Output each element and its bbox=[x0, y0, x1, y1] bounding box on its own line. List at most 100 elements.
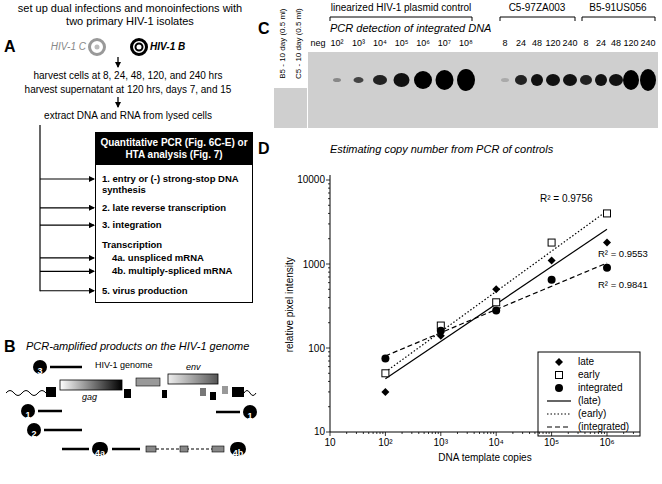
gene-box bbox=[162, 390, 167, 398]
x-tick bbox=[428, 432, 429, 434]
y-tick bbox=[328, 277, 330, 278]
method-step: 1. entry or (-) strong-stop DNA synthesi… bbox=[102, 173, 248, 196]
band bbox=[394, 73, 410, 87]
callout-text: 3 bbox=[37, 364, 42, 378]
callout-text: 1 bbox=[25, 408, 30, 422]
virus-icon bbox=[90, 40, 105, 55]
flanking-dna bbox=[6, 391, 46, 396]
x-tick bbox=[483, 432, 484, 434]
lane-label: 10⁴ bbox=[373, 38, 387, 48]
x-tick bbox=[382, 432, 383, 434]
y-tick bbox=[326, 264, 330, 265]
x-tick bbox=[512, 432, 513, 434]
y-tick bbox=[328, 391, 330, 392]
x-tick bbox=[435, 432, 436, 434]
lane-label: 8 bbox=[502, 38, 507, 48]
x-tick bbox=[385, 432, 386, 436]
x-tick bbox=[534, 432, 535, 434]
gene-label: gag bbox=[82, 392, 97, 402]
lane-label: 10⁸ bbox=[459, 38, 473, 48]
lane-label: B5 - 10 day (0.5 ml) bbox=[277, 9, 286, 79]
fit-label: R² = 0.9553 bbox=[598, 249, 648, 260]
x-tick bbox=[418, 432, 419, 434]
y-tick bbox=[328, 188, 330, 189]
gene-box bbox=[210, 392, 216, 400]
legend-text: (late) bbox=[578, 395, 601, 407]
x-tick bbox=[623, 432, 624, 434]
x-tick bbox=[493, 432, 494, 434]
data-point bbox=[603, 239, 611, 247]
legend-text: integrated bbox=[578, 382, 622, 394]
axis-title: relative pixel intensity bbox=[284, 257, 296, 352]
callout-text: 4b bbox=[233, 446, 244, 460]
data-point bbox=[556, 372, 563, 379]
legend-text: (early) bbox=[578, 408, 606, 420]
x-tick bbox=[601, 432, 602, 434]
x-tick bbox=[424, 432, 425, 434]
y-tick bbox=[328, 366, 330, 367]
lane-label: neg bbox=[310, 38, 325, 48]
y-tick bbox=[328, 381, 330, 382]
step-text: harvest supernatant at 120 hrs, days 7, … bbox=[25, 84, 232, 96]
virus-icon-core bbox=[136, 44, 143, 51]
isolate-label: HIV-1 B bbox=[150, 41, 185, 53]
callout-number: 3 bbox=[33, 360, 47, 374]
legend-sample bbox=[546, 421, 572, 433]
band bbox=[515, 75, 527, 85]
data-point bbox=[492, 306, 500, 314]
band bbox=[436, 70, 454, 90]
callout-text: 2 bbox=[31, 427, 36, 441]
x-tick bbox=[402, 432, 403, 434]
y-tick bbox=[328, 351, 330, 352]
x-tick bbox=[479, 432, 480, 434]
band bbox=[531, 74, 543, 86]
fit-label: R² = 0.9841 bbox=[598, 280, 648, 291]
pcr-product bbox=[44, 429, 82, 432]
x-tick bbox=[633, 432, 634, 434]
x-tick bbox=[594, 432, 595, 434]
gene-box bbox=[124, 389, 131, 398]
band bbox=[580, 75, 592, 85]
axis-title: DNA template copies bbox=[438, 452, 531, 464]
data-point bbox=[548, 257, 556, 265]
leader-arrow bbox=[40, 271, 94, 272]
x-tick bbox=[380, 432, 381, 434]
panel-letter: A bbox=[4, 38, 16, 56]
axis-tick-label: 10⁶ bbox=[599, 437, 614, 449]
x-tick bbox=[607, 432, 608, 436]
x-tick bbox=[584, 432, 585, 434]
data-point bbox=[437, 327, 445, 335]
gel-bands bbox=[333, 69, 656, 91]
x-tick bbox=[474, 432, 475, 434]
band bbox=[640, 69, 656, 91]
x-tick bbox=[346, 432, 347, 434]
x-tick bbox=[467, 432, 468, 434]
exon bbox=[212, 446, 224, 452]
y-tick bbox=[328, 267, 330, 268]
band bbox=[609, 74, 623, 86]
data-point bbox=[603, 264, 611, 272]
lane-label: 120 bbox=[623, 38, 638, 48]
callout-number: 1 bbox=[243, 405, 257, 419]
virus-icon bbox=[132, 40, 147, 55]
legend-line bbox=[547, 426, 571, 427]
lane-label: 240 bbox=[640, 38, 655, 48]
legend-text: (integrated) bbox=[578, 421, 629, 433]
data-point bbox=[548, 276, 556, 284]
gene-box bbox=[136, 378, 160, 386]
data-point bbox=[548, 239, 555, 246]
gene-box bbox=[200, 388, 206, 396]
axis-tick-label: 1000 bbox=[303, 259, 325, 271]
axis-tick-label: 100 bbox=[308, 343, 325, 355]
step-text: set up dual infections and monoinfection… bbox=[15, 2, 245, 27]
y-tick bbox=[328, 198, 330, 199]
header-text: Quantitative PCR (Fig. 6C-E) or HTA anal… bbox=[100, 137, 248, 161]
bracket bbox=[582, 17, 655, 21]
panel-title: PCR detection of integrated DNA bbox=[330, 22, 491, 35]
x-tick bbox=[578, 432, 579, 434]
y-tick bbox=[328, 373, 330, 374]
fit-line bbox=[385, 263, 607, 356]
x-tick bbox=[496, 432, 497, 436]
lane-label: 240 bbox=[562, 38, 577, 48]
